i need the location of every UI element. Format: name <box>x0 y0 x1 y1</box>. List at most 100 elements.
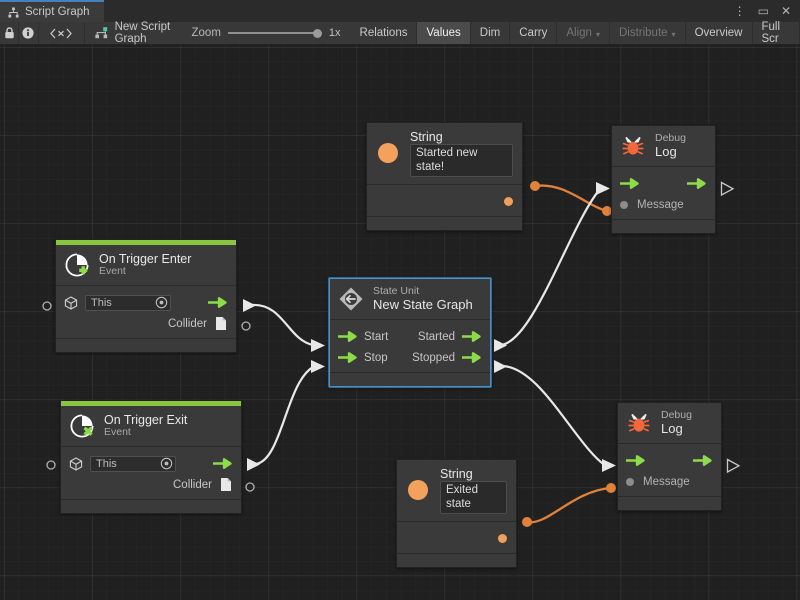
flow-out-connector-arrow-log-bottom[interactable] <box>726 458 741 474</box>
node-subtitle: Event <box>99 265 126 278</box>
message-input-port[interactable] <box>620 200 628 209</box>
node-header: On Trigger Exit Event <box>61 406 241 447</box>
wire-string-top-to-log-top <box>534 184 608 213</box>
node-footer <box>618 496 721 511</box>
target-object-field[interactable]: This <box>64 294 171 311</box>
toolbar-button-carry[interactable]: Carry <box>510 22 558 44</box>
target-input-connector-exit[interactable] <box>46 460 56 470</box>
port-row-flow[interactable] <box>618 450 721 471</box>
zoom-slider-track <box>227 32 322 34</box>
maximize-icon[interactable]: ▭ <box>757 4 769 18</box>
window-menu-icon[interactable]: ⋮ <box>733 4 746 18</box>
wire-arrow-out <box>243 299 256 312</box>
code-brackets-icon <box>49 28 73 39</box>
toolbar-button-dim[interactable]: Dim <box>471 22 511 44</box>
port-row-collider[interactable]: Collider <box>56 313 236 334</box>
target-object-select[interactable]: This <box>90 455 176 472</box>
flow-output-arrow-icon[interactable] <box>693 455 712 467</box>
bug-icon <box>620 133 646 159</box>
node-footer <box>612 219 715 234</box>
flow-output-arrow-icon[interactable] <box>462 331 481 343</box>
message-input-port[interactable] <box>626 477 634 486</box>
zoom-value: 1x <box>328 27 341 39</box>
toolbar-button-relations[interactable]: Relations <box>351 22 418 44</box>
node-debug-log-bottom[interactable]: Debug Log Message <box>617 402 722 512</box>
target-object-field[interactable]: This <box>69 455 176 472</box>
toolbar-button-values[interactable]: Values <box>417 22 471 44</box>
port-row-target[interactable]: This <box>61 453 241 474</box>
wire-arrow-in <box>596 182 610 195</box>
node-debug-log-top[interactable]: Debug Log Message <box>611 125 716 235</box>
stop-input[interactable]: Stop <box>338 352 388 364</box>
target-picker-icon[interactable] <box>160 457 173 470</box>
node-title: Log <box>655 143 677 159</box>
port-row-value-out[interactable] <box>367 191 522 212</box>
node-header: String Exited state <box>397 460 516 522</box>
node-footer <box>61 499 241 513</box>
flow-output-arrow-icon[interactable] <box>687 178 706 190</box>
close-icon[interactable]: ✕ <box>780 4 791 18</box>
target-object-value: This <box>96 457 117 470</box>
flow-input-arrow-icon[interactable] <box>338 352 357 364</box>
port-row-stop-stopped[interactable]: Stop Stopped <box>330 347 490 368</box>
flow-output-arrow-icon[interactable] <box>462 352 481 364</box>
node-title: String <box>410 130 443 144</box>
start-input[interactable]: Start <box>338 331 388 343</box>
node-on-trigger-enter[interactable]: On Trigger Enter Event This <box>55 239 237 353</box>
toolbar-button-align[interactable]: Align ▾ <box>557 22 610 44</box>
port-row-start-started[interactable]: Start Started <box>330 326 490 347</box>
collider-output-connector-exit[interactable] <box>245 482 255 492</box>
flow-output-arrow-icon[interactable] <box>213 458 232 469</box>
flow-output-arrow-icon[interactable] <box>208 297 227 308</box>
toolbar-button-fullscreen[interactable]: Full Scr <box>753 21 800 45</box>
collider-label: Collider <box>168 317 207 330</box>
target-object-select[interactable]: This <box>85 294 171 311</box>
port-row-flow[interactable] <box>612 173 715 194</box>
zoom-slider[interactable] <box>227 27 322 39</box>
info-button[interactable] <box>19 22 39 44</box>
port-row-message[interactable]: Message <box>612 194 715 215</box>
flow-input-arrow-icon[interactable] <box>338 331 357 343</box>
message-label: Message <box>643 475 690 488</box>
collider-output-connector-enter[interactable] <box>241 321 251 331</box>
string-value-field[interactable]: Exited state <box>440 481 507 514</box>
target-input-connector-enter[interactable] <box>42 301 52 311</box>
port-row-message[interactable]: Message <box>618 471 721 492</box>
window-titlebar: Script Graph ⋮ ▭ ✕ <box>0 0 800 22</box>
node-on-trigger-exit[interactable]: On Trigger Exit Event This <box>60 400 242 514</box>
wire-state-stopped-to-log-bottom <box>500 364 607 467</box>
tab-script-graph[interactable]: Script Graph <box>0 0 104 22</box>
graph-canvas[interactable]: String Started new state! <box>0 45 800 600</box>
tab-label: Script Graph <box>25 6 90 18</box>
code-view-button[interactable] <box>39 22 85 44</box>
node-title: On Trigger Enter <box>99 252 192 267</box>
lock-button[interactable] <box>0 22 20 44</box>
string-value-field[interactable]: Started new state! <box>410 144 513 177</box>
graph-name-field[interactable]: New Script Graph <box>85 21 188 45</box>
toolbar-button-distribute[interactable]: Distribute ▾ <box>610 22 686 44</box>
node-state-unit[interactable]: State Unit New State Graph Start Started <box>329 278 491 388</box>
flow-input-arrow-icon[interactable] <box>626 455 645 467</box>
stopped-output[interactable]: Stopped <box>412 352 481 364</box>
port-row-value-out[interactable] <box>397 528 516 549</box>
started-output[interactable]: Started <box>418 331 481 343</box>
port-row-collider[interactable]: Collider <box>61 474 241 495</box>
wire-state-started-to-log-top <box>500 188 601 347</box>
node-footer <box>367 215 522 230</box>
port-row-target[interactable]: This <box>56 292 236 313</box>
zoom-control[interactable]: Zoom 1x <box>188 22 351 44</box>
node-title: New State Graph <box>373 296 473 312</box>
value-output-port[interactable] <box>498 533 507 543</box>
zoom-slider-knob[interactable] <box>312 28 322 38</box>
toolbar-button-overview[interactable]: Overview <box>686 22 753 44</box>
node-string-top[interactable]: String Started new state! <box>366 122 523 231</box>
target-picker-icon[interactable] <box>155 296 168 309</box>
wire-string-bottom-to-log-bottom <box>526 486 612 524</box>
flow-input-arrow-icon[interactable] <box>620 178 639 190</box>
value-output-port[interactable] <box>504 196 513 206</box>
toolbar-button-dim-label: Dim <box>479 27 501 39</box>
node-title-small: State Unit <box>373 285 420 297</box>
node-string-bottom[interactable]: String Exited state <box>396 459 517 568</box>
flow-out-connector-arrow-log-top[interactable] <box>720 181 735 197</box>
